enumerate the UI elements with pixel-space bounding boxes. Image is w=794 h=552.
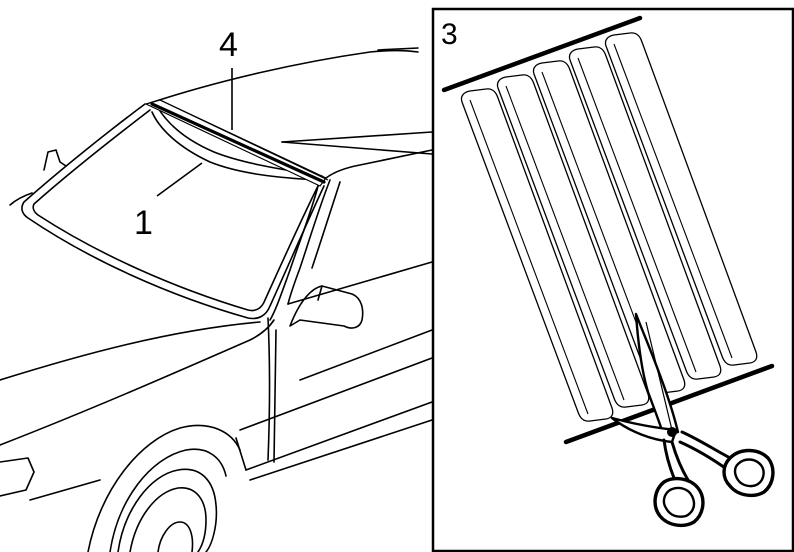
car-body [0,47,433,552]
moulding-edge [159,99,329,181]
hood-front-line [0,321,261,381]
callout-4-label: 4 [219,26,238,64]
adhesive-strip [604,32,758,366]
a-pillar [269,185,319,321]
windscreen-moulding [145,99,329,187]
strip-inner-line [613,43,733,359]
inset-label: 3 [441,18,458,51]
wheel-arch-inner [109,448,227,552]
scissors-shank-lower-2 [662,438,676,480]
bumper-line [29,479,101,501]
scissors-blade-edge [645,321,673,431]
roof-line [149,49,419,104]
windscreen-outer-edge [21,103,325,320]
door-window-sill [287,261,433,305]
strip-inner-line [505,85,625,401]
door-window-inner [311,181,341,269]
wheel-rim [129,487,207,552]
scissors-shank-lower [670,440,690,482]
top-cut-line [441,15,643,93]
hood-shoulder [0,319,275,446]
inset-panel: 3 [431,7,794,552]
scissors-handle-lower-inner [662,486,696,518]
roof-edge [377,47,419,51]
callout-1-leader [156,162,203,197]
side-mirror [289,285,364,329]
windscreen-inner-edge [32,109,319,312]
front-bumper [0,457,35,497]
door-window-front [287,179,331,305]
front-fender-edge [235,437,247,471]
a-pillar-top [325,149,433,179]
adhesive-strip [568,46,722,380]
inset-leader-top [281,131,433,143]
door-lower-line [245,401,433,471]
hood-edge-left [9,192,33,206]
body-side-crease [239,357,433,431]
door-cut-line [267,317,271,461]
wheel-tyre [117,468,218,552]
scissors-handle-right-inner [733,458,765,488]
adhesive-strips [460,32,758,422]
callout-1-label: 1 [134,204,153,242]
scissors-icon [610,312,775,528]
windscreen-ceramic-edge [151,111,319,181]
windscreen [21,103,325,320]
adhesive-strip [460,88,614,422]
wheel-hub [157,521,194,552]
door-front-edge [273,329,277,463]
strip-inner-line [469,99,589,415]
wiper-stub [43,149,67,171]
wheel-arch [87,424,241,552]
sill-line [249,419,433,481]
moulding-strip [150,102,326,184]
strip-inner-line [577,57,697,373]
mirror-joint [317,285,323,301]
door-mid-line [299,329,433,381]
scissors-pivot [667,427,677,437]
inset-leader-bottom [281,141,433,155]
